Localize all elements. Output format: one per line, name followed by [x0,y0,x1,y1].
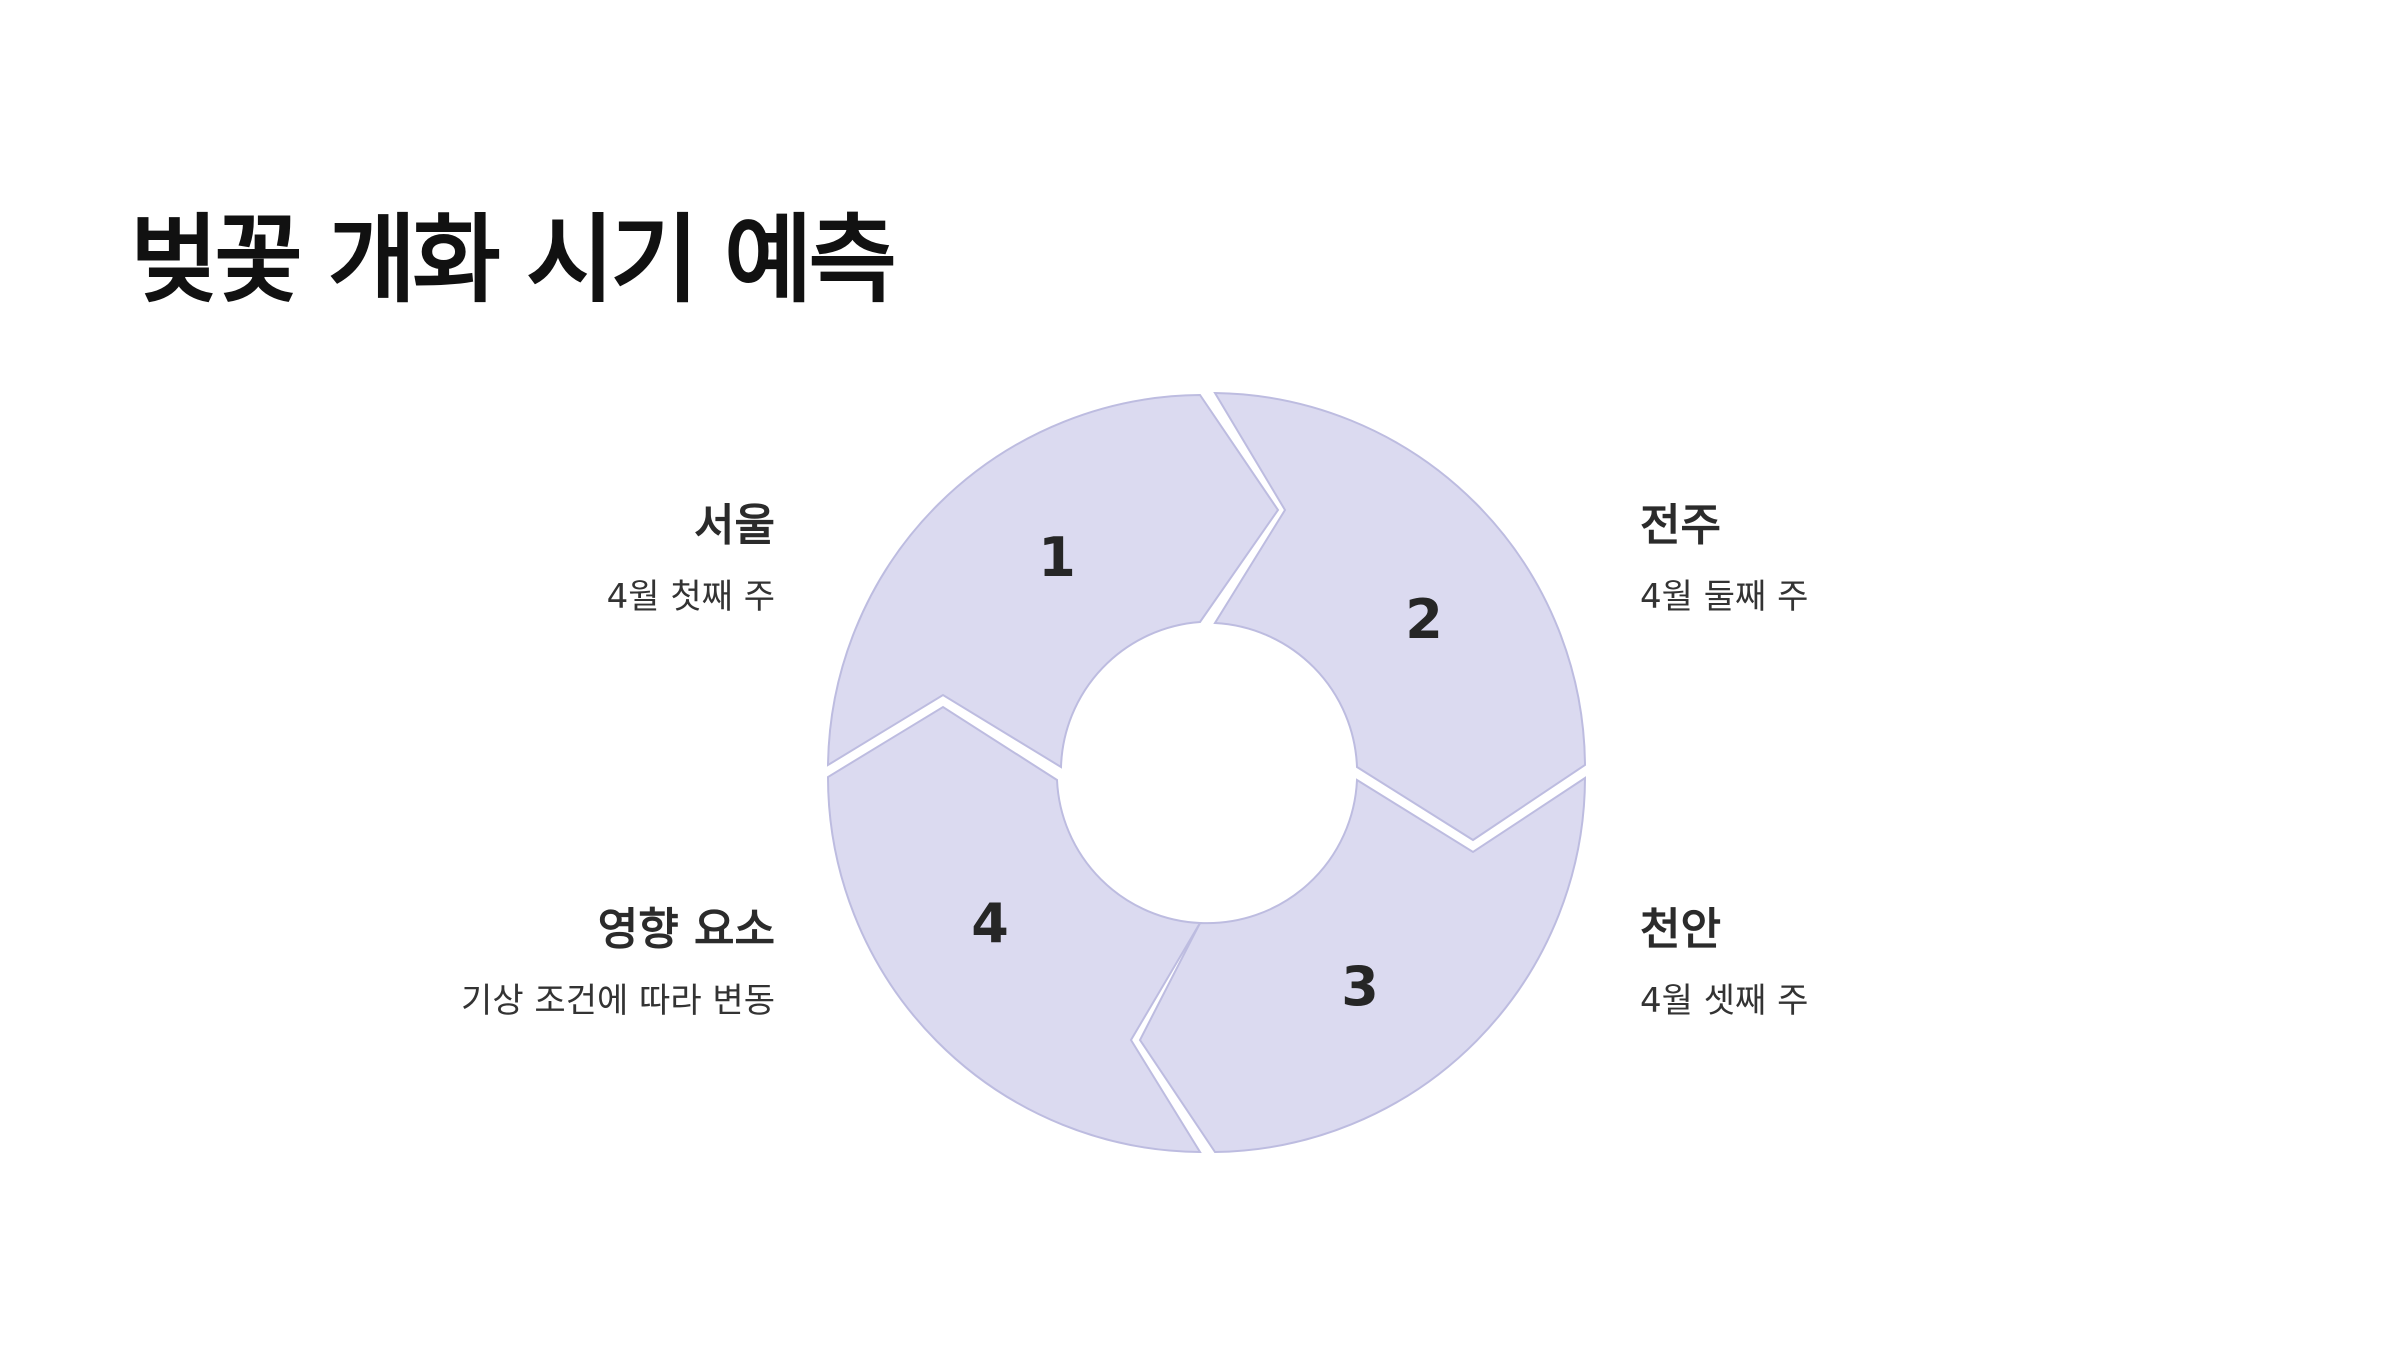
label-cheonan: 천안 4월 셋째 주 [1640,902,2040,1024]
label-factors-heading: 영향 요소 [597,904,775,955]
cycle-segment-2 [1213,391,1587,842]
cycle-segment-1 [826,393,1280,769]
page-title: 벚꽃 개화 시기 예측 [130,204,897,316]
cycle-segment-3 [1138,776,1587,1154]
cycle-segment-4-number: 4 [971,892,1009,955]
label-factors: 영향 요소 기상 조건에 따라 변동 [375,902,775,1024]
label-jeonju-heading: 전주 [1640,500,1721,551]
label-factors-text: 기상 조건에 따라 변동 [461,981,775,1021]
cycle-segment-3-number: 3 [1341,955,1379,1018]
label-jeonju: 전주 4월 둘째 주 [1640,498,2040,620]
label-seoul: 서울 4월 첫째 주 [375,498,775,620]
label-cheonan-heading: 천안 [1640,904,1721,955]
label-seoul-text: 4월 첫째 주 [606,577,775,617]
label-jeonju-text: 4월 둘째 주 [1640,577,1809,617]
label-cheonan-text: 4월 셋째 주 [1640,981,1809,1021]
cycle-segment-4 [826,705,1202,1154]
cycle-segment-2-number: 2 [1405,588,1443,651]
cycle-segment-1-number: 1 [1038,526,1076,589]
label-seoul-heading: 서울 [694,500,775,551]
